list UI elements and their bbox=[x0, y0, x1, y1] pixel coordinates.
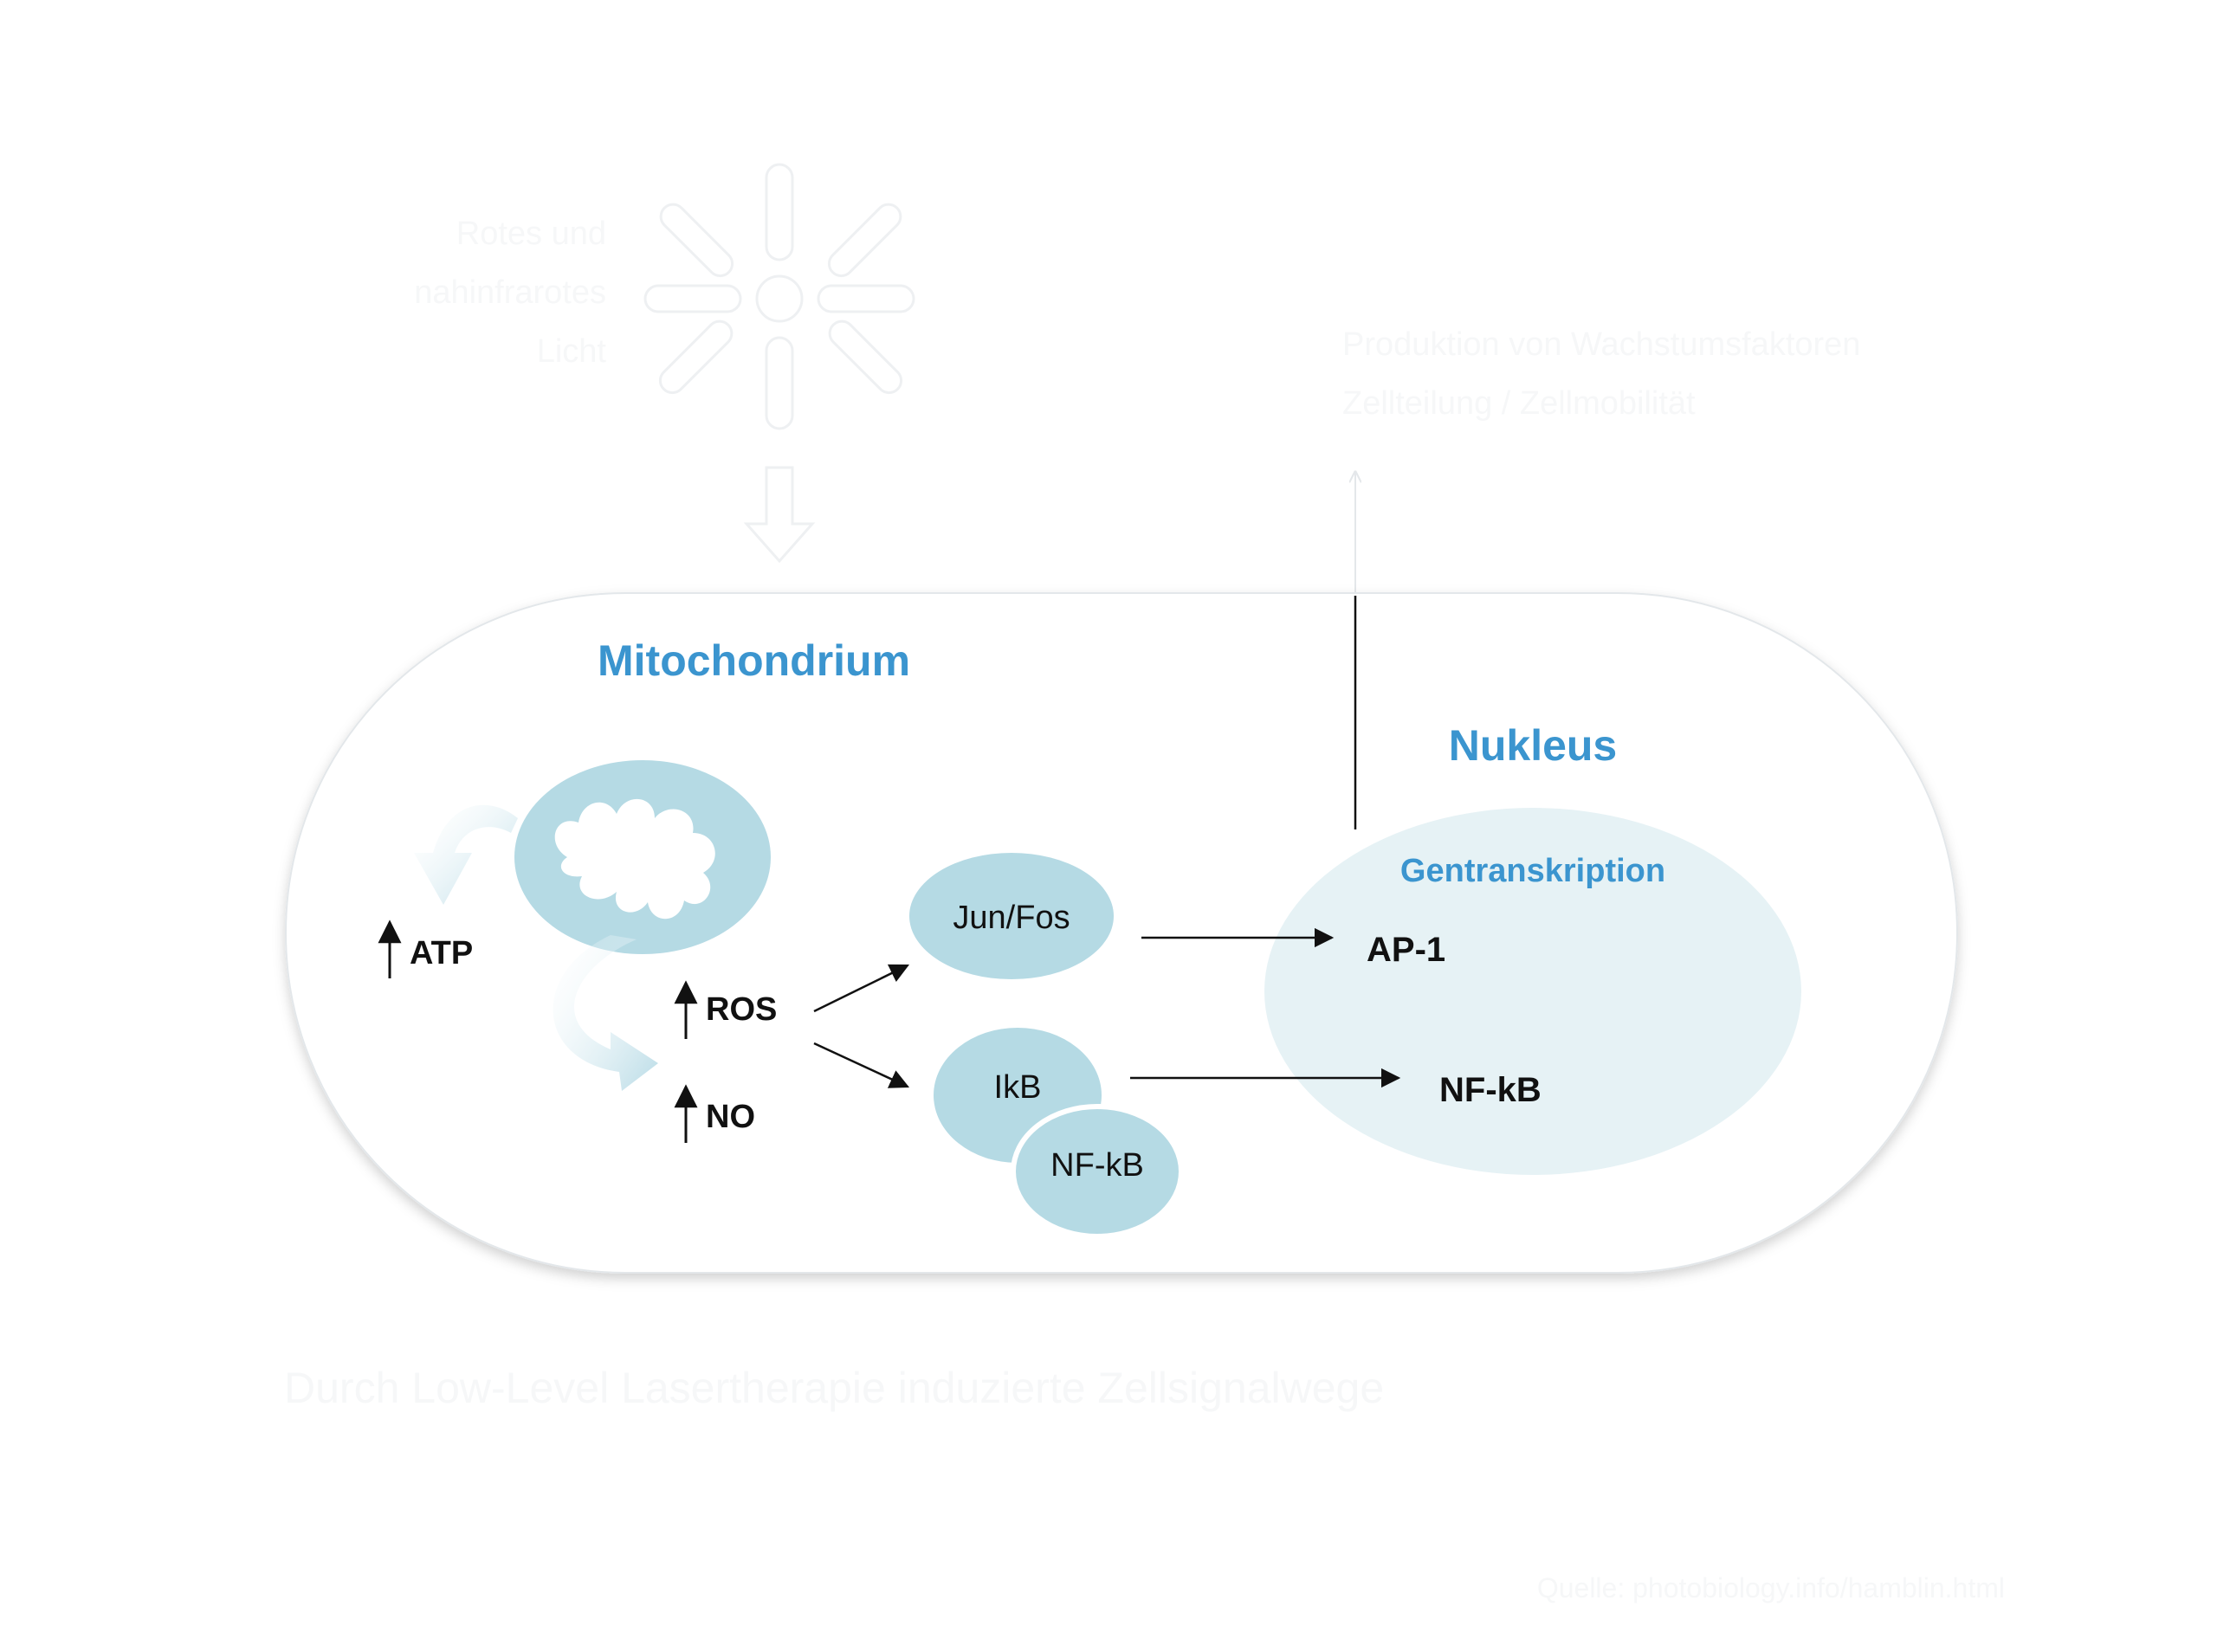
nfkb-complex-label: NF-kB bbox=[1050, 1147, 1144, 1184]
atp-curved-arrow bbox=[414, 804, 518, 905]
jun-fos-label: Jun/Fos bbox=[953, 900, 1070, 936]
nfkb-nucleus-label: NF-kB bbox=[1439, 1071, 1542, 1109]
light-label-line-3: Licht bbox=[537, 333, 607, 370]
light-label-line-2: nahinfrarotes bbox=[414, 274, 606, 311]
ros-label: ROS bbox=[706, 991, 777, 1028]
atp-label: ATP bbox=[410, 935, 473, 971]
ap1-label: AP-1 bbox=[1367, 931, 1445, 969]
ikb-label: IkB bbox=[994, 1069, 1042, 1106]
ros-curved-arrow bbox=[553, 935, 658, 1091]
light-down-arrow bbox=[743, 466, 816, 564]
light-label-line-1: Rotes und bbox=[456, 216, 606, 252]
nucleus-heading: Nukleus bbox=[1449, 721, 1618, 770]
no-label: NO bbox=[706, 1099, 755, 1135]
output-label-line-2: Zellteilung / Zellmobilität bbox=[1342, 385, 1696, 422]
output-label: Produktion von Wachstumsfaktoren Zelltei… bbox=[1342, 326, 1860, 422]
nfkb-complex-bubble bbox=[1011, 1104, 1184, 1239]
light-source-icon bbox=[643, 163, 915, 430]
output-label-line-1: Produktion von Wachstumsfaktoren bbox=[1342, 326, 1860, 363]
diagram-title: Durch Low-Level Lasertherapie induzierte… bbox=[284, 1364, 1384, 1412]
transcription-label: Gentranskription bbox=[1400, 853, 1665, 889]
jun-fos-bubble bbox=[909, 853, 1114, 979]
light-label: Rotes und nahinfrarotes Licht bbox=[414, 216, 606, 370]
ros-to-junfos-arrow bbox=[813, 964, 910, 1013]
ros-to-ikb-arrow bbox=[813, 1042, 910, 1088]
mitochondrium-heading: Mitochondrium bbox=[598, 636, 910, 685]
source-credit: Quelle: photobiology.info/hamblin.html bbox=[1537, 1572, 2005, 1604]
mitochondrion-icon bbox=[514, 760, 771, 954]
